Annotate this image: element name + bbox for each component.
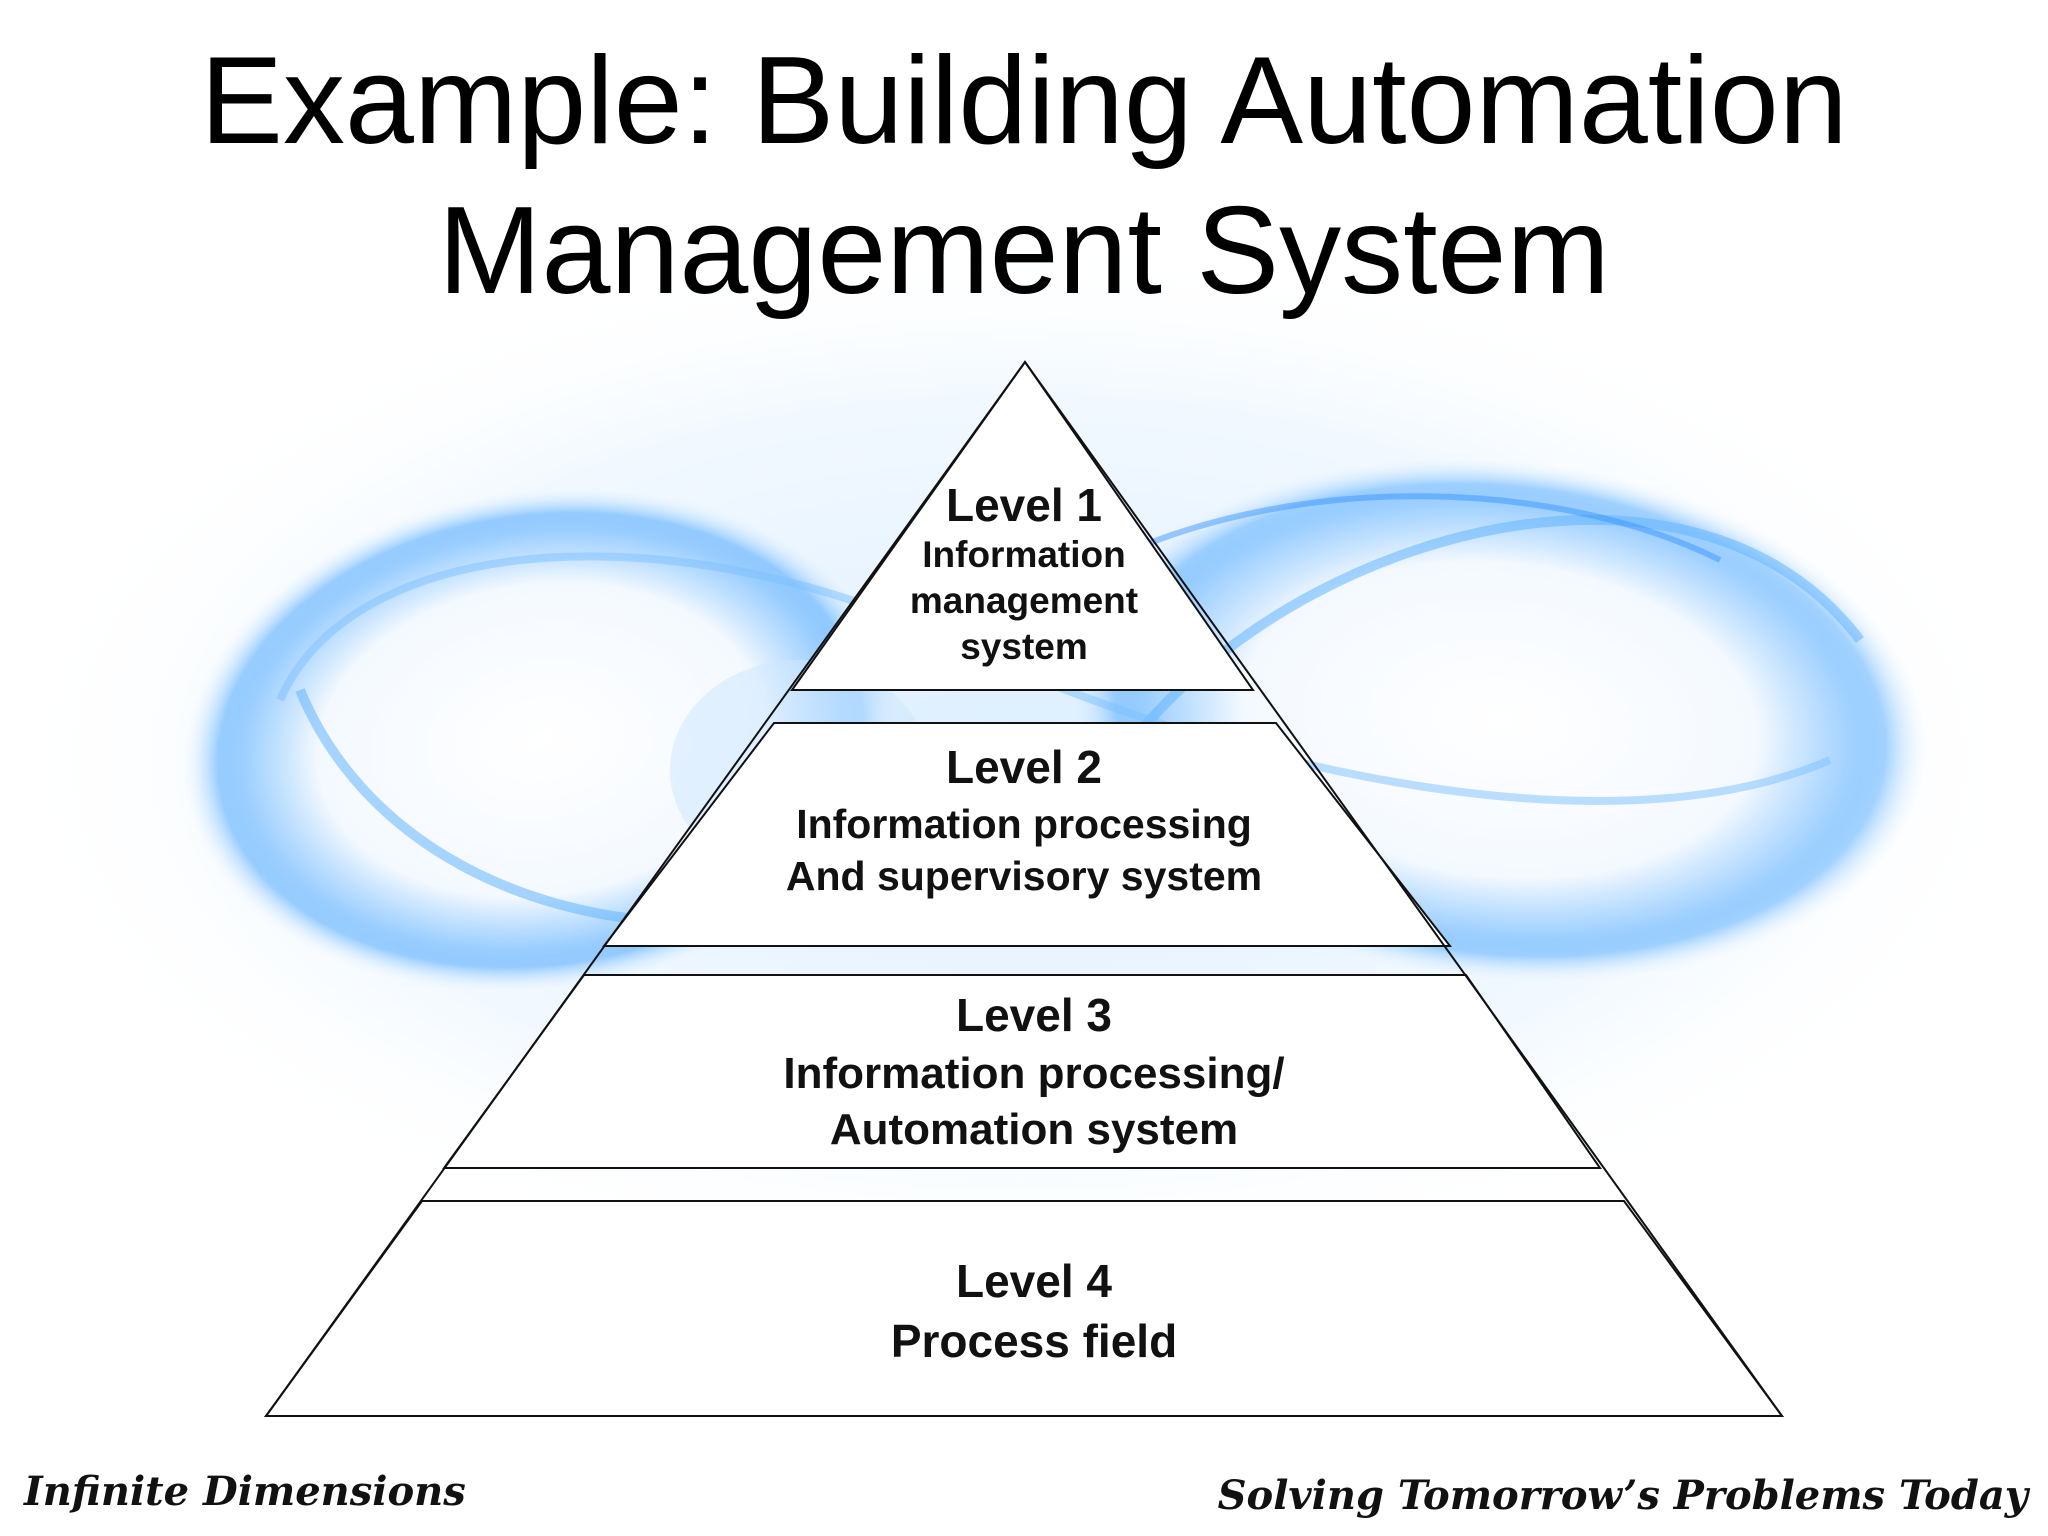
slide-title: Example: Building Automation Management … bbox=[0, 26, 2048, 326]
footer-tagline: Solving Tomorrow’s Problems Today bbox=[1217, 1472, 2028, 1519]
pyramid-level-4: Level 4 Process field bbox=[774, 1254, 1294, 1368]
pyramid-level-3: Level 3 Information processing/ Automati… bbox=[704, 988, 1364, 1158]
level-description-line: Process field bbox=[890, 1315, 1178, 1367]
pyramid-level-2: Level 2 Information processing And super… bbox=[724, 740, 1324, 902]
level-title: Level 1 bbox=[946, 479, 1102, 531]
level-description-line: Information processing bbox=[796, 801, 1252, 847]
level-description-line: Automation system bbox=[829, 1105, 1239, 1154]
pyramid-tier-level-1 bbox=[790, 360, 1255, 691]
level-title: Level 2 bbox=[946, 741, 1102, 793]
pyramid-tier-level-2 bbox=[601, 722, 1453, 947]
level-title: Level 3 bbox=[956, 989, 1112, 1041]
slide-title-line: Example: Building Automation bbox=[200, 32, 1848, 170]
slide-title-line: Management System bbox=[438, 182, 1610, 320]
level-description-line: system bbox=[960, 626, 1088, 667]
level-description-line: Information bbox=[922, 534, 1126, 575]
level-description-line: Information processing/ bbox=[783, 1049, 1285, 1098]
level-description-line: management bbox=[909, 580, 1139, 621]
level-title: Level 4 bbox=[956, 1255, 1112, 1307]
level-description-line: And supervisory system bbox=[785, 853, 1263, 899]
pyramid-outline bbox=[264, 360, 1784, 1417]
footer-company-name: Infinite Dimensions bbox=[24, 1468, 466, 1515]
pyramid-level-1: Level 1 Information management system bbox=[874, 478, 1174, 670]
